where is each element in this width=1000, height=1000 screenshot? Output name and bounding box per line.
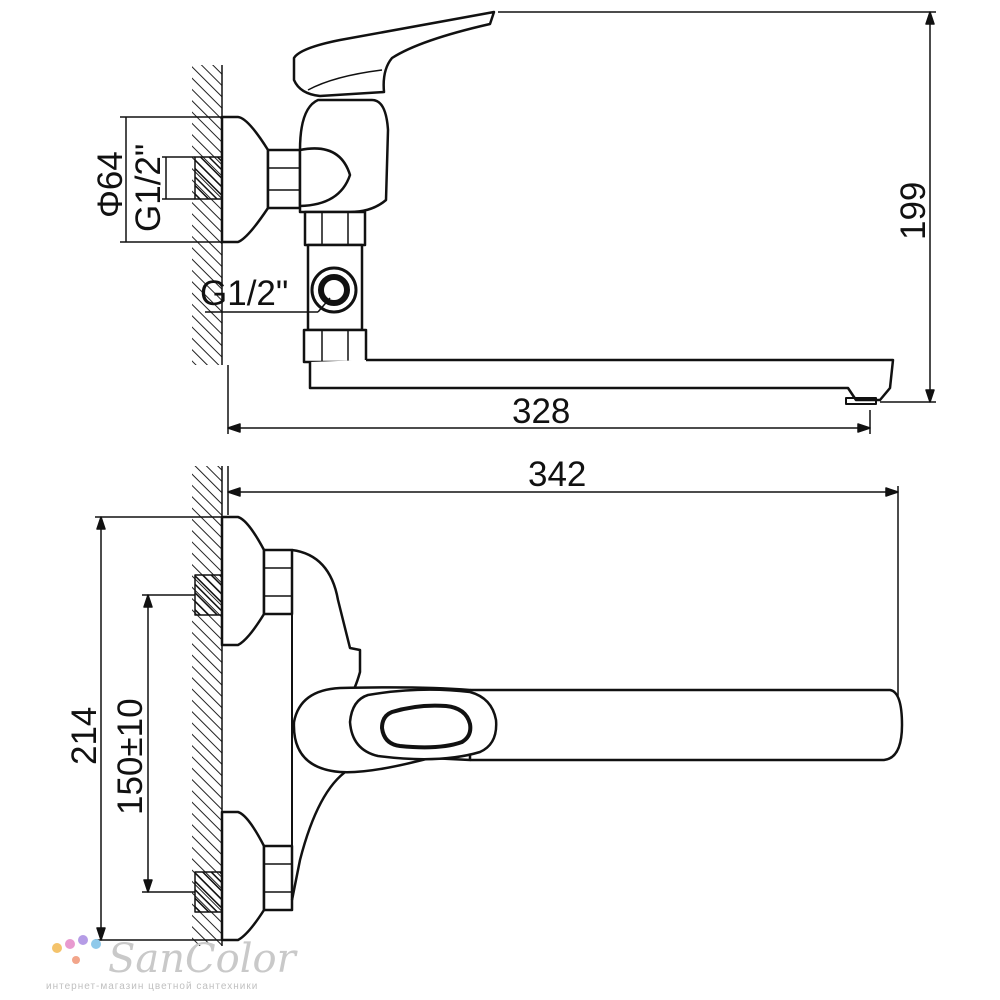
spout-bottom xyxy=(470,688,904,762)
wall-thread-top xyxy=(194,156,224,200)
nut-lower xyxy=(262,844,294,912)
dim-spout-reach: 328 xyxy=(512,392,570,431)
watermark-dot xyxy=(72,956,80,964)
watermark: SanColor интернет-магазин цветной сантех… xyxy=(46,935,299,992)
wall-thread-lower xyxy=(194,871,224,913)
wall-thread-upper xyxy=(194,574,224,616)
dim-flange-diameter: Φ64 xyxy=(91,151,130,218)
elbow-top xyxy=(299,147,352,208)
watermark-dot xyxy=(65,939,75,949)
side-view xyxy=(120,10,936,434)
flange-upper xyxy=(220,515,266,647)
dim-side-thread: G1/2" xyxy=(200,274,288,313)
handle-grip-inner xyxy=(380,703,473,750)
mixer-body-top xyxy=(298,98,390,214)
nut-upper xyxy=(262,548,294,616)
bottom-nut-top xyxy=(302,328,368,364)
flange-top xyxy=(220,115,270,244)
watermark-subtitle: интернет-магазин цветной сантехники xyxy=(46,981,258,992)
dim-inlet-spacing: 150±10 xyxy=(111,698,150,815)
wall-hatch-bottom xyxy=(192,466,222,946)
lower-nut-top xyxy=(303,210,367,247)
watermark-dot xyxy=(78,935,88,945)
wall-hatch-top xyxy=(192,65,222,365)
flange-lower xyxy=(220,810,266,942)
front-view xyxy=(95,466,904,946)
dim-overall-height: 214 xyxy=(65,707,104,765)
dim-height: 199 xyxy=(894,182,933,240)
eccentric-nut-top xyxy=(266,148,302,210)
watermark-brand: SanColor xyxy=(108,936,299,982)
dim-wall-thread: G1/2" xyxy=(129,144,168,232)
spout-top xyxy=(308,358,895,402)
watermark-dot xyxy=(52,943,62,953)
lever-handle-top xyxy=(292,10,496,98)
dim-overall-length: 342 xyxy=(528,455,586,494)
watermark-dot xyxy=(91,939,101,949)
